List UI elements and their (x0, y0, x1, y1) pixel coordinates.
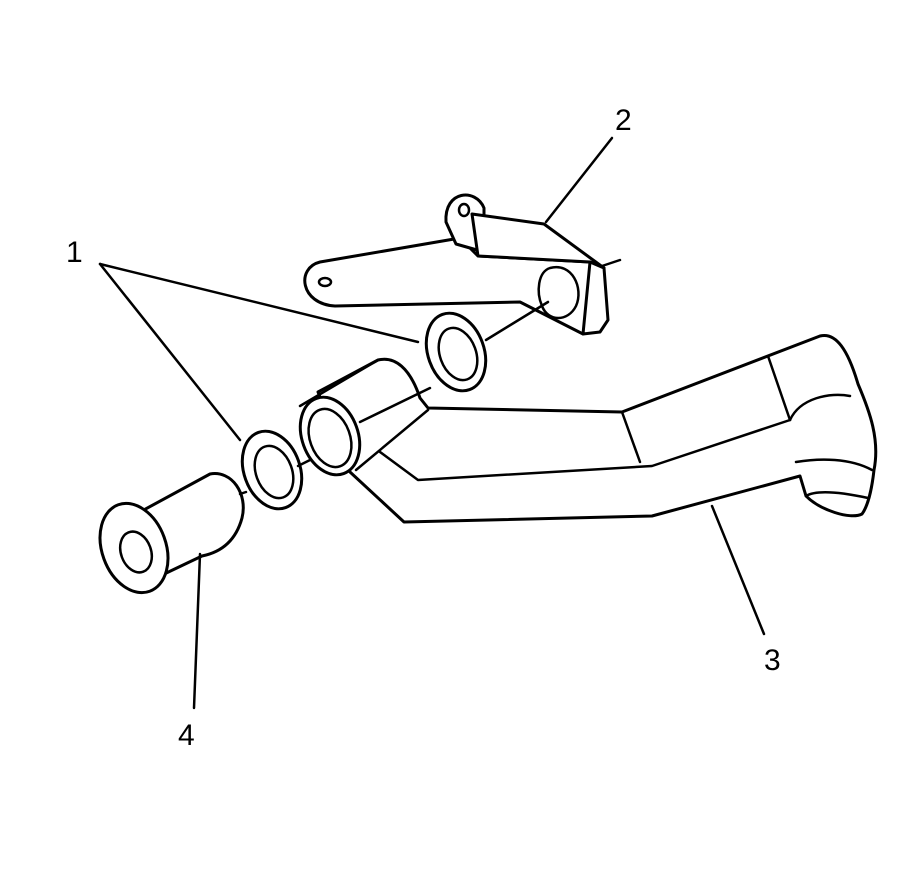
callout-4: 4 (178, 719, 195, 752)
plug-part (98, 472, 245, 595)
callout-3: 3 (764, 644, 781, 677)
leader-1-lower (98, 262, 242, 442)
bracket-ring-opening (537, 265, 580, 320)
callout-2: 2 (615, 104, 632, 137)
leader-4 (192, 552, 202, 710)
o-ring-lower (240, 429, 304, 511)
o-ring-upper (424, 311, 488, 393)
assembly-axis (238, 300, 550, 496)
bracket-part (303, 193, 622, 336)
leader-3 (710, 504, 766, 636)
leader-2 (544, 136, 614, 224)
bracket-hole-small (317, 276, 333, 288)
leader-1-upper (98, 262, 420, 344)
callout-1: 1 (66, 236, 83, 269)
tube-part (298, 333, 878, 524)
leader-lines (98, 136, 766, 710)
bracket-hole-tab (457, 202, 471, 218)
